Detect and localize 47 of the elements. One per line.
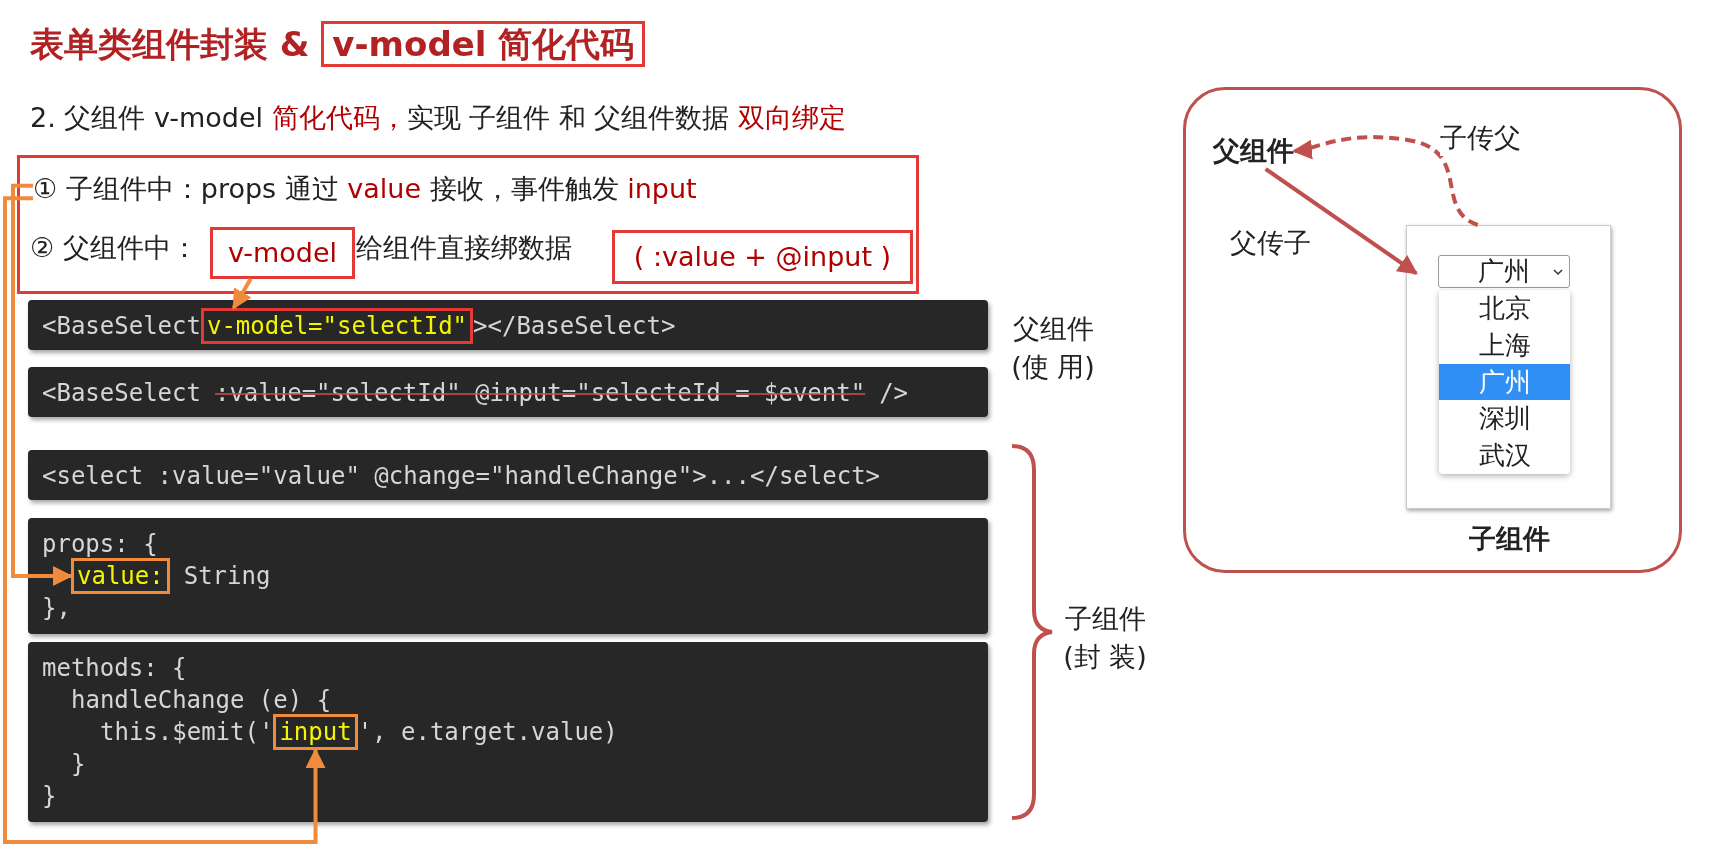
code-text: <select :value="value" @change="handleChange">...</select>: [42, 461, 882, 492]
dropdown-list: [1439, 290, 1570, 474]
arrow: [11, 183, 73, 586]
option: 深圳: [1439, 400, 1570, 438]
title: 表单类组件封装 & v-model 简化代码: [30, 22, 646, 68]
select-field: [1438, 255, 1570, 288]
component-label: 子组件: [1468, 522, 1551, 556]
option: 武汉: [1439, 437, 1570, 474]
code-block: [28, 300, 988, 350]
selected-option: 广州: [1439, 363, 1570, 401]
subtitle-text: 2. 父组件 v-model 简化代码，实现 子组件 和 父组件数据 双向绑定: [30, 101, 846, 135]
select-value: 广州: [1478, 256, 1530, 286]
highlight-frame: [17, 155, 919, 294]
code-text: }: [42, 781, 58, 812]
code-text: <BaseSelect: [42, 311, 201, 342]
code-block: [28, 642, 988, 822]
option: 北京: [1439, 290, 1570, 327]
arrow: [3, 196, 326, 844]
arrow: [231, 278, 253, 310]
code-text: },: [42, 593, 72, 624]
arrow: [1264, 167, 1418, 275]
code-block: [28, 518, 988, 634]
arrow: [1292, 135, 1479, 227]
code-text: }: [70, 749, 87, 780]
code-text: this.$emit(': [100, 717, 274, 748]
instruction-text: ② 父组件中：: [30, 231, 198, 265]
code-text: props: {: [42, 529, 159, 560]
option: 上海: [1439, 326, 1570, 364]
code-text: String: [183, 561, 271, 592]
code-highlight: input: [273, 714, 358, 750]
instruction-text: 给组件直接绑数据: [356, 231, 572, 265]
panel-frame: [1183, 87, 1682, 573]
code-text: />: [879, 378, 909, 409]
code-text: ></BaseSelect>: [473, 311, 676, 342]
code-block: [28, 450, 988, 500]
instruction-text: ① 子组件中：props 通过 value 接收，事件触发 input: [33, 171, 697, 213]
code-text: <BaseSelect: [42, 378, 201, 409]
code-text: ', e.target.value): [357, 717, 618, 748]
highlighted-term: ( :value + @input ): [612, 230, 913, 284]
highlighted-term: v-model: [210, 227, 355, 279]
side-note: 父组件 (使 用): [1010, 312, 1096, 384]
code-text: handleChange (e) {: [70, 685, 333, 716]
code-highlight: v-model="selectId": [200, 308, 474, 344]
code-highlight: value:: [71, 558, 170, 594]
side-note: 子组件 (封 装): [1062, 602, 1148, 674]
code-text: methods: {: [42, 653, 188, 684]
component-label: 父组件: [1213, 133, 1294, 169]
